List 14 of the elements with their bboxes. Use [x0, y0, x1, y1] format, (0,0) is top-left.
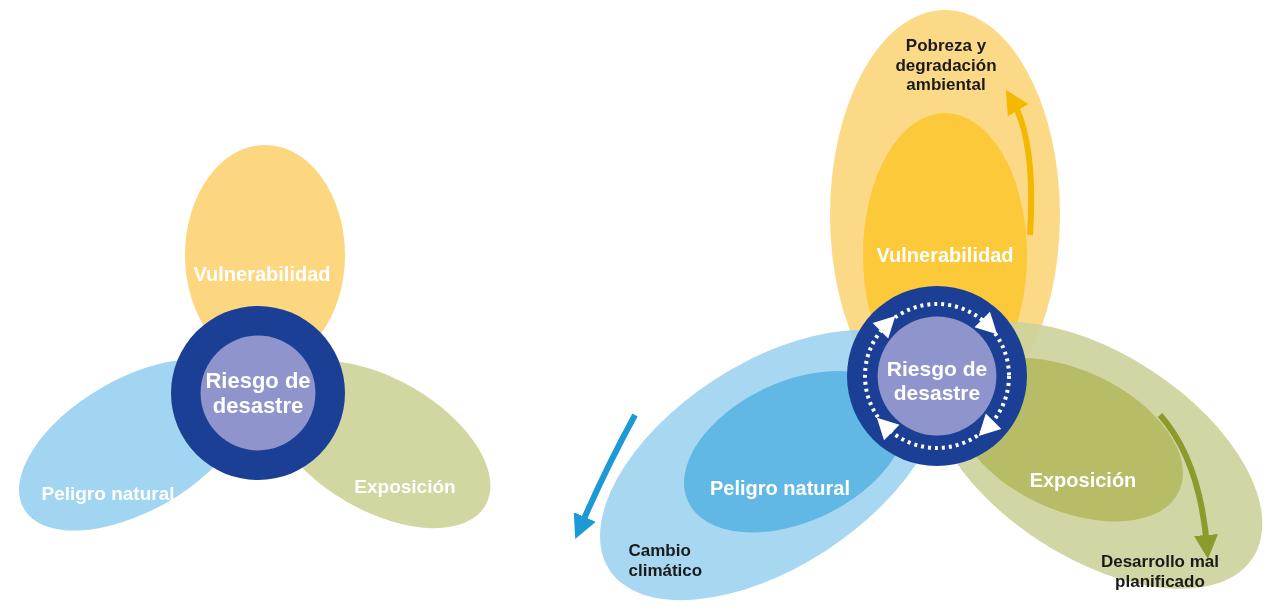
node-label: Riesgo de desastre [204, 367, 312, 419]
node-label: Desarrollo mal planificado [1099, 552, 1221, 592]
node-label: Peligro natural [709, 476, 850, 500]
arrow [573, 413, 638, 539]
node-label: Cambio climático [628, 541, 704, 581]
arrow [1157, 413, 1218, 559]
arrow [1006, 89, 1035, 236]
node-label: Exposición [354, 476, 456, 498]
node-label: Peligro natural [41, 483, 175, 505]
node-label: Exposición [1029, 468, 1137, 492]
node-label: Vulnerabilidad [193, 262, 331, 286]
node-label: Riesgo de desastre [885, 356, 989, 406]
node-label: Vulnerabilidad [876, 243, 1014, 267]
node-label: Pobreza y degradación ambiental [894, 35, 998, 95]
